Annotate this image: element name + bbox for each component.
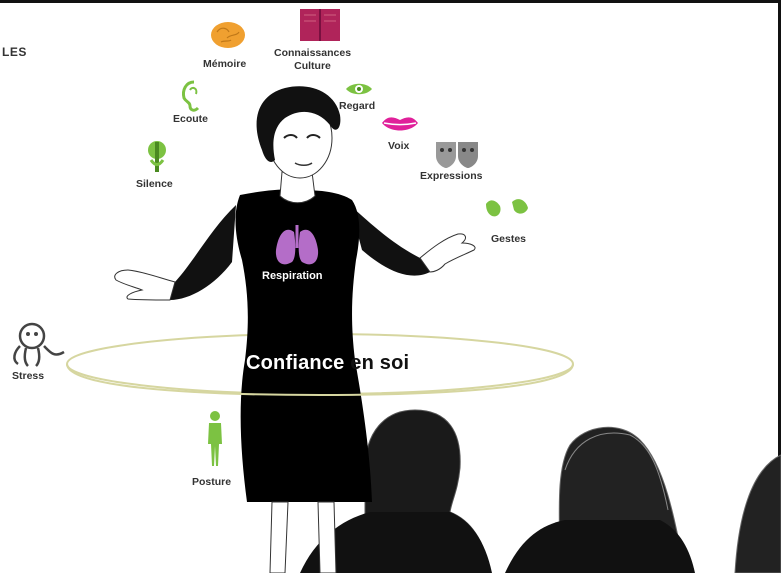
left-arm [170,205,236,300]
hair [256,86,341,162]
neck [279,171,316,204]
skill-label-posture: Posture [192,476,232,488]
eye-left [283,134,298,139]
theater-masks-icon [436,142,478,168]
audience-shoulder-1 [300,512,492,573]
brain-icon [211,22,245,48]
finger-on-lips-icon [148,141,166,172]
audience [300,409,781,573]
book-icon [300,9,340,41]
corner-title: LES [2,45,27,59]
skill-label-connaissances-line1: Connaissances [274,47,352,59]
audience-shoulder-2 [505,520,695,573]
right-leg [317,501,337,573]
skill-label-ecoute: Ecoute [173,113,209,125]
right-arm [350,205,430,276]
top-border [0,0,781,3]
skill-label-stress: Stress [12,370,45,382]
confidence-ring-front [66,363,574,397]
audience-head-3 [734,454,781,573]
octopus-icon [13,322,65,367]
dress [235,189,372,503]
right-hand [419,233,476,273]
right-border [778,0,781,573]
skill-label-regard: Regard [339,100,376,112]
lips-icon [382,117,418,131]
eye-icon [346,83,372,95]
presenter [114,86,476,573]
skill-label-silence: Silence [136,178,173,190]
lungs-icon [275,225,319,265]
eye-right [306,134,321,139]
skill-label-connaissances-line2: Culture [294,60,331,72]
left-hand [114,269,176,301]
standing-figure-icon [208,411,222,466]
left-leg [269,501,289,573]
skill-label-connaissances: Connaissances Culture [274,47,351,73]
respiration-label: Respiration [262,270,323,282]
mouth [294,162,313,166]
skill-label-voix: Voix [388,140,410,152]
confidence-label-part2: en soi [350,352,410,374]
skill-label-expressions: Expressions [420,170,483,182]
confidence-label: Confiance en soi [246,352,409,375]
confidence-label-part1: Confiance [246,352,345,374]
skill-label-gestes: Gestes [491,233,527,245]
hands-icon [486,199,528,217]
audience-hair-2 [564,432,669,511]
ear-icon [182,80,200,112]
skill-label-memoire: Mémoire [203,58,247,70]
